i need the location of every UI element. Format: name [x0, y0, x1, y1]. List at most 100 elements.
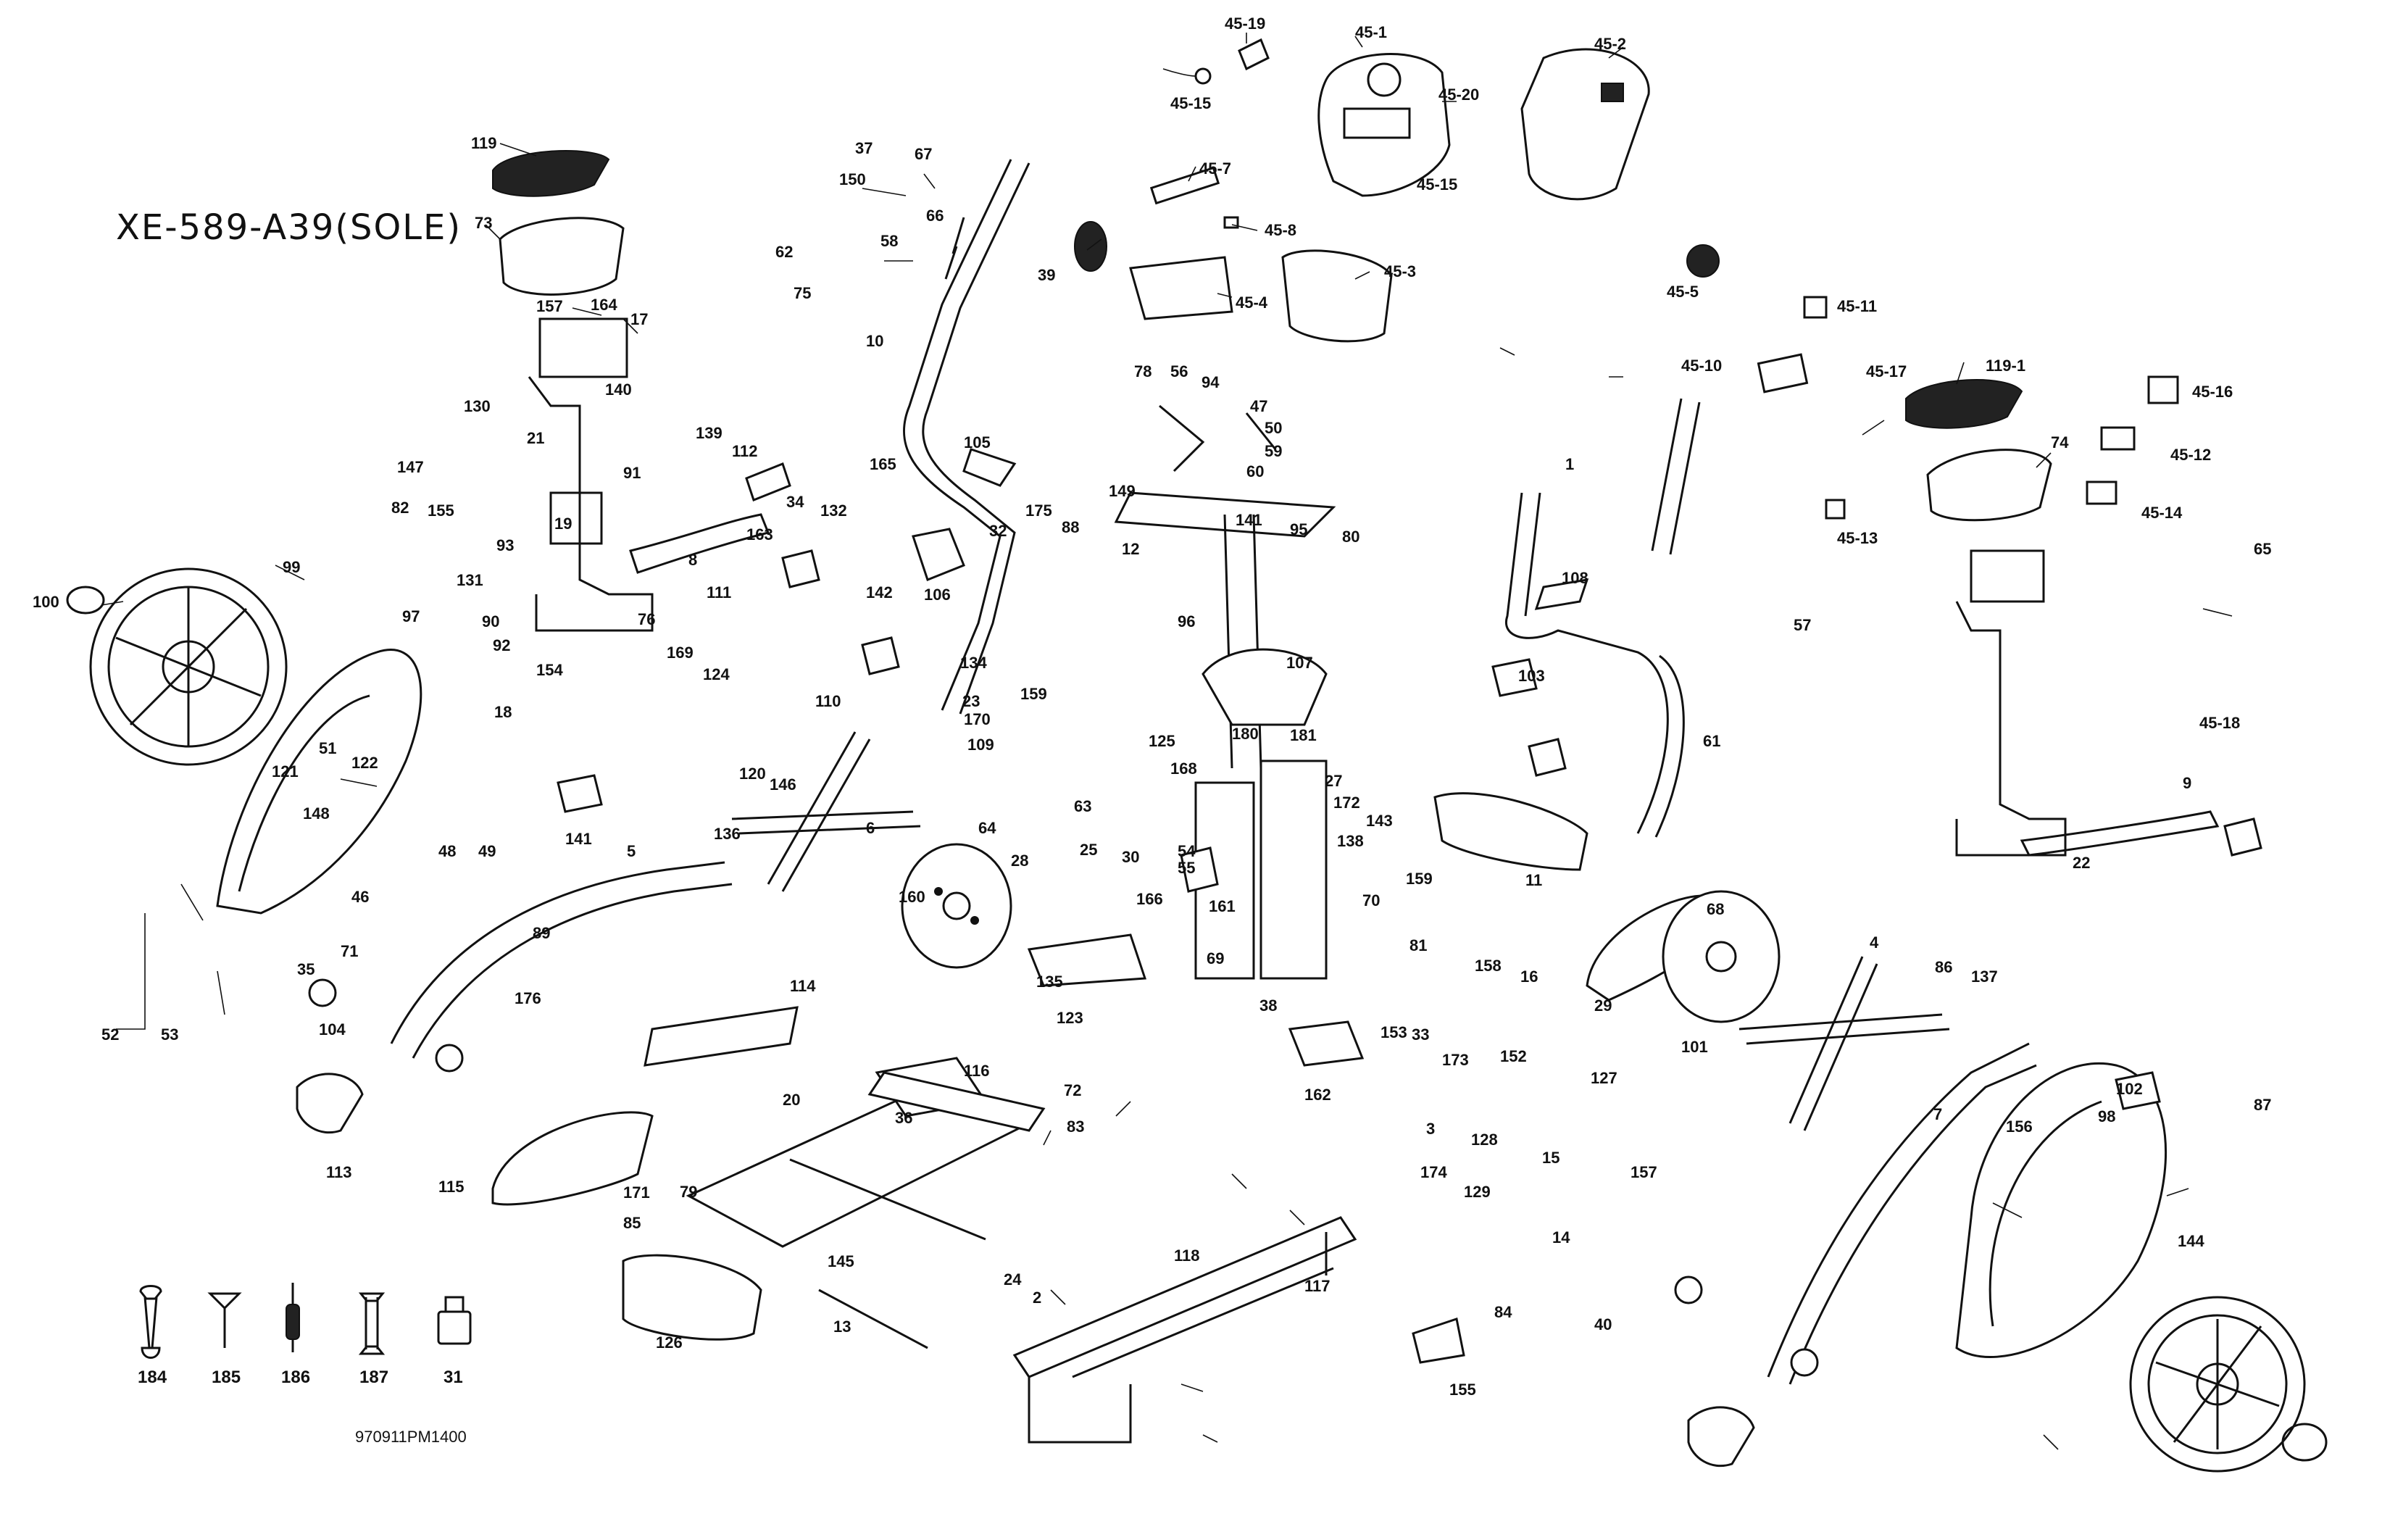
callout: 175 [1025, 501, 1052, 520]
callout: 1 [1565, 455, 1574, 473]
callout: 45-20 [1438, 86, 1479, 104]
callout: 73 [475, 214, 492, 232]
callout: 5 [627, 842, 636, 860]
callout: 14 [1552, 1228, 1570, 1246]
callout: 152 [1500, 1047, 1527, 1065]
callout: 135 [1036, 973, 1063, 991]
callout: 45-13 [1837, 529, 1878, 547]
screwdriver-icon [286, 1283, 300, 1352]
callout: 103 [1518, 667, 1545, 685]
callout: 110 [815, 692, 841, 710]
callout: 56 [1170, 362, 1188, 380]
left-seat-bracket [528, 317, 770, 632]
callout: 161 [1209, 897, 1236, 915]
callout: 157 [536, 297, 563, 315]
right-seat-bracket [1955, 549, 2220, 857]
callout: 146 [770, 775, 796, 794]
callout: 144 [2178, 1232, 2204, 1250]
callout: 123 [1057, 1009, 1083, 1027]
callout: 125 [1149, 732, 1175, 750]
callout: 67 [915, 145, 932, 163]
callout: 102 [2116, 1080, 2143, 1098]
tool-label: 187 [359, 1368, 388, 1387]
callout: 160 [899, 888, 925, 906]
callout: 72 [1064, 1081, 1081, 1099]
callout: 63 [1074, 797, 1091, 815]
callout: 99 [283, 558, 300, 576]
callout: 57 [1794, 616, 1811, 634]
callout: 46 [351, 888, 369, 906]
callout: 105 [964, 433, 991, 451]
callout: 27 [1325, 772, 1342, 790]
callout: 25 [1080, 841, 1097, 859]
left-pedal-pad [492, 150, 625, 296]
callout: 16 [1520, 967, 1538, 986]
callout: 45-12 [2170, 446, 2211, 464]
callout: 159 [1406, 870, 1433, 888]
callout: 21 [527, 429, 544, 447]
callout: 170 [964, 710, 991, 728]
callout: 106 [924, 586, 951, 604]
callout: 136 [714, 825, 741, 843]
callout: 90 [482, 612, 499, 630]
socket-icon [437, 1296, 472, 1345]
callout: 52 [101, 1025, 119, 1044]
callout: 54 [1178, 842, 1196, 860]
callout: 45-15 [1170, 94, 1211, 112]
callout: 74 [2051, 433, 2069, 451]
callout: 38 [1259, 996, 1277, 1015]
callout: 129 [1464, 1183, 1491, 1201]
callout: 94 [1202, 373, 1220, 391]
callout: 80 [1342, 528, 1359, 546]
callout: 39 [1038, 266, 1055, 284]
callout: 107 [1286, 654, 1313, 672]
crank-arms [731, 731, 1950, 1131]
callout: 113 [326, 1163, 352, 1181]
callout: 142 [866, 583, 893, 602]
callout: 47 [1250, 397, 1267, 415]
part-callouts: 45-19 45-1 45-2 45-15 45-20 45-15 45-7 4… [33, 14, 2271, 1399]
right-flywheel-cover [1955, 1062, 2328, 1473]
callout: 145 [828, 1252, 854, 1270]
callout: 86 [1935, 958, 1952, 976]
callout: 112 [732, 442, 758, 460]
callout: 132 [820, 501, 847, 520]
callout: 37 [855, 139, 873, 157]
callout: 119-1 [1986, 357, 2025, 375]
callout: 166 [1136, 890, 1163, 908]
console-small-parts [1074, 38, 2179, 520]
callout: 141 [565, 830, 592, 848]
drive-pulley [901, 843, 1012, 969]
callout: 87 [2254, 1096, 2271, 1114]
callout: 53 [161, 1025, 178, 1044]
callout: 45-5 [1667, 283, 1699, 301]
callout: 68 [1707, 900, 1724, 918]
callout: 122 [351, 754, 378, 772]
callout: 11 [1525, 871, 1542, 889]
callout: 140 [605, 380, 632, 399]
callout: 91 [623, 464, 641, 482]
callout: 139 [696, 424, 722, 442]
callout: 165 [870, 455, 896, 473]
callout: 4 [1870, 933, 1879, 952]
callout: 40 [1594, 1315, 1612, 1333]
callout: 49 [478, 842, 496, 860]
right-pedal-pad [1905, 378, 2052, 522]
callout: 45-3 [1384, 262, 1416, 280]
callout: 8 [688, 551, 697, 569]
callout: 58 [880, 232, 898, 250]
callout: 108 [1562, 569, 1588, 587]
callout: 98 [2098, 1107, 2115, 1125]
callout: 163 [746, 525, 773, 544]
callout: 174 [1420, 1163, 1447, 1181]
callout: 154 [536, 661, 563, 679]
callout: 34 [786, 493, 804, 511]
callout: 104 [319, 1020, 346, 1039]
tool-label: 186 [281, 1368, 310, 1387]
callout: 78 [1134, 362, 1152, 380]
diagram-title: XE-589-A39(SOLE) [116, 207, 462, 248]
callout: 95 [1290, 520, 1307, 538]
callout: 82 [391, 499, 409, 517]
callout: 130 [464, 397, 491, 415]
callout: 62 [775, 243, 793, 261]
